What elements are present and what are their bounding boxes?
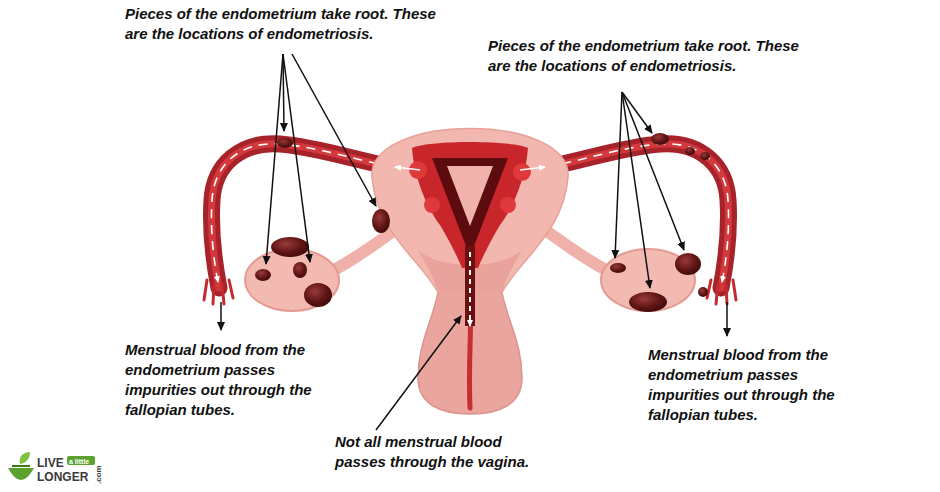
callout-note: Menstrual blood from the endometrium pas…: [125, 340, 315, 420]
callout-note: Pieces of the endometrium take root. The…: [488, 36, 814, 76]
callout-note: Menstrual blood from the endometrium pas…: [648, 345, 838, 425]
logo-text: a little: [69, 457, 89, 466]
logo-text: .com: [92, 465, 105, 484]
logo-text: LIVE: [37, 457, 64, 470]
callout-note: Pieces of the endometrium take root. The…: [125, 4, 451, 44]
callout-note: Not all menstrual blood passes through t…: [335, 432, 550, 472]
logo-text: LONGER: [37, 471, 88, 484]
